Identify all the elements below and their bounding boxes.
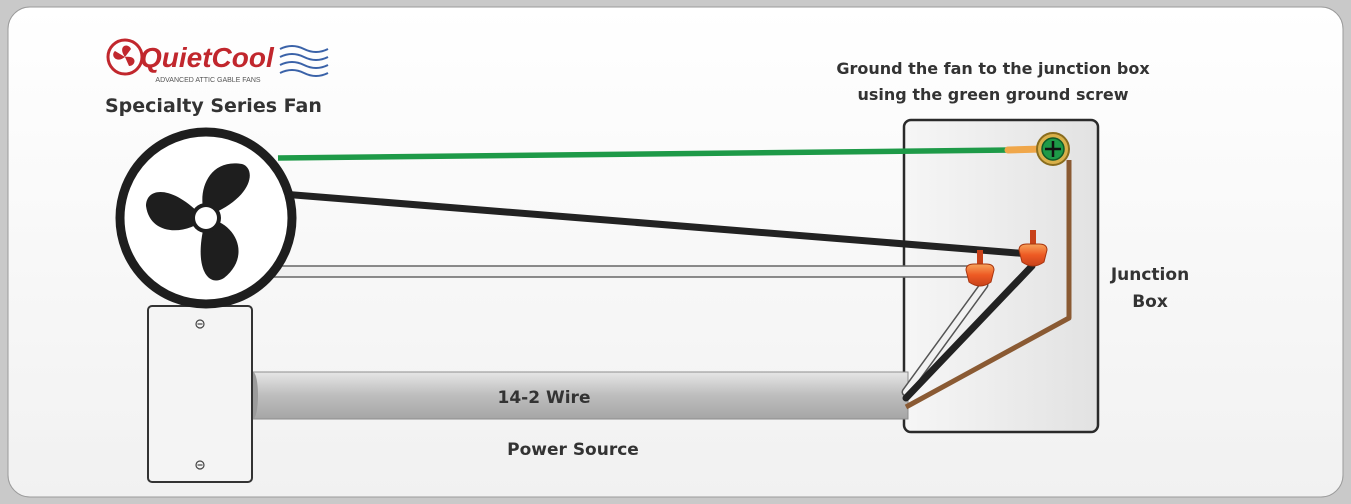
wire-nut-icon-hot [1018, 230, 1048, 267]
wire-nut-icon-neutral [965, 250, 995, 287]
cable-conductors [901, 262, 1036, 402]
outlet-screw-icon-top [195, 319, 205, 329]
logo-wordmark: QuietCool [140, 42, 275, 73]
ground-screw-icon [1036, 132, 1070, 166]
logo-tagline: ADVANCED ATTIC GABLE FANS [155, 77, 260, 84]
fan-hot-wire [278, 190, 1034, 258]
junction-box-label-line1: Junction [1110, 265, 1189, 285]
logo-wave-icon [279, 45, 329, 77]
power-source-box [147, 305, 253, 483]
bare-ground-wire [904, 160, 1072, 410]
fan-neutral-wire [265, 265, 979, 278]
junction-box-label-line2: Box [1132, 292, 1168, 312]
fan-icon [115, 127, 297, 309]
power-source-label: Power Source [507, 440, 639, 460]
logo-fan-icon [106, 38, 144, 76]
quietcool-logo: QuietCool ADVANCED ATTIC GABLE FANS [106, 38, 329, 84]
ground-instruction-line2: using the green ground screw [858, 85, 1129, 104]
product-name: Specialty Series Fan [105, 95, 322, 117]
outlet-screw-icon-bottom [195, 460, 205, 470]
fan-ground-wire [277, 147, 1013, 161]
wire-label: 14-2 Wire [498, 388, 591, 408]
cable-14-2 [248, 371, 909, 420]
ground-instruction-line1: Ground the fan to the junction box [836, 59, 1150, 78]
